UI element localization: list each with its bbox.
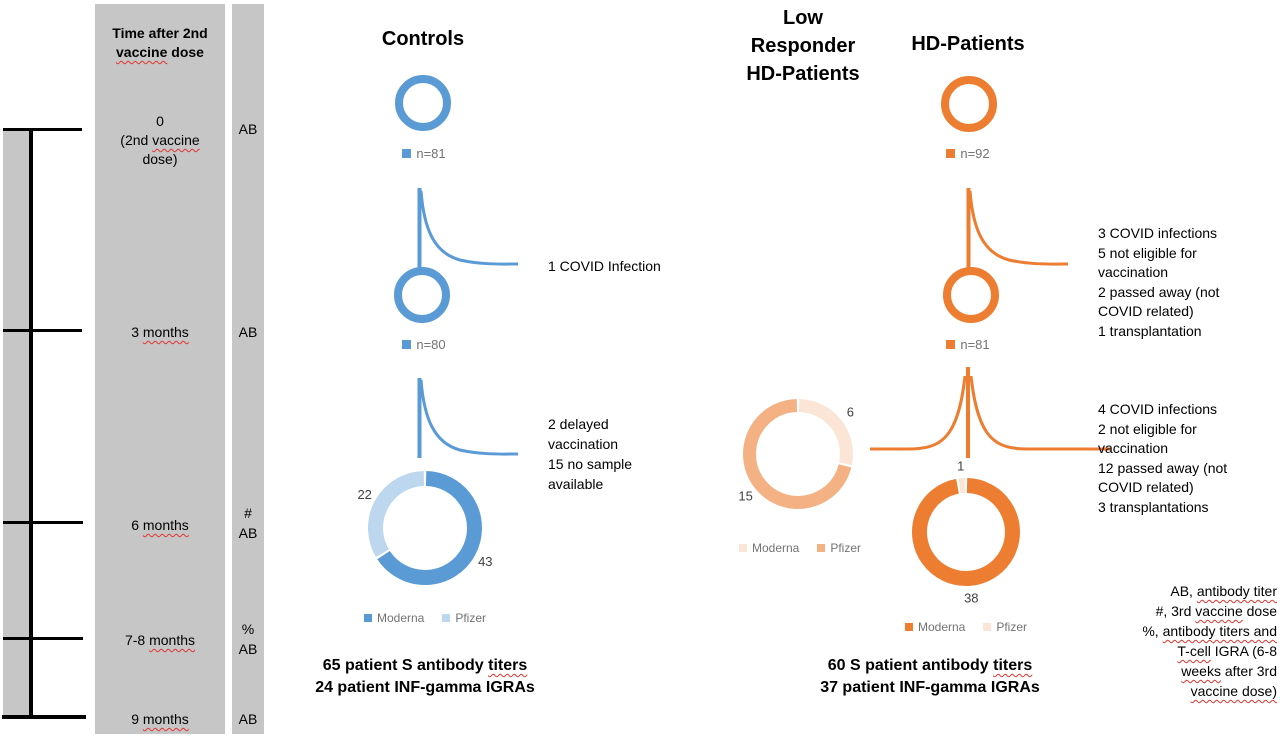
- time-row-month9: 9 months: [131, 711, 189, 727]
- legend-swatch-icon: [738, 544, 747, 552]
- hd-cohort-ring-month3: [943, 267, 999, 323]
- low-responder-vaccine-legend: Moderna Pfizer: [705, 541, 895, 555]
- marker-month3: AB: [238, 324, 258, 340]
- donut-value-label: 1: [957, 459, 964, 474]
- donut-segment-Pfizer: [743, 399, 852, 509]
- timeline-tick-month9: [2, 715, 86, 719]
- n-count-label: n=80: [416, 337, 446, 352]
- controls-cohort-ring-month0: [395, 75, 451, 131]
- time-row-month3: 3 months: [131, 324, 189, 340]
- hd-n-legend-month0: n=92: [918, 146, 1018, 161]
- controls-dropout-curve-month6: [417, 378, 519, 458]
- marker-month7-8: %AB: [238, 621, 258, 657]
- n-count-label: n=81: [960, 337, 990, 352]
- legend-swatch-icon: [946, 149, 956, 158]
- donut-segment-Moderna: [912, 478, 1020, 586]
- abbreviation-footnote: AB, antibody titer#, 3rd vaccine dose%, …: [1142, 583, 1277, 699]
- n-count-label: n=92: [960, 146, 990, 161]
- hd-cohort-ring-month0: [941, 76, 997, 132]
- timeline-axis-line: [29, 128, 33, 719]
- legend-swatch-icon: [402, 149, 412, 158]
- timeline-tick-month6: [3, 521, 83, 524]
- time-column-panel: [95, 4, 225, 734]
- hd-vaccine-donut: 38 1: [912, 459, 1020, 605]
- legend-swatch-icon: [983, 623, 992, 631]
- donut-value-label: 43: [478, 554, 492, 569]
- donut-segment-Pfizer: [368, 471, 425, 557]
- controls-n-legend-month0: n=81: [374, 146, 474, 161]
- donut-segment-Moderna: [377, 471, 482, 585]
- legend-swatch-icon: [442, 614, 451, 622]
- hd-dropout-curve-month3: [966, 188, 1069, 269]
- legend-item-pfizer: Pfizer: [817, 541, 861, 555]
- donut-value-label: 22: [357, 487, 371, 502]
- marker-month0: AB: [238, 121, 258, 137]
- controls-vaccine-legend: Moderna Pfizer: [330, 611, 520, 625]
- time-row-month6: 6 months: [131, 517, 189, 533]
- timeline-tick-month3: [3, 329, 82, 332]
- donut-value-label: 15: [738, 488, 752, 503]
- low-responder-vaccine-donut: 6 15: [738, 399, 854, 509]
- controls-vaccine-donut: 43 22: [357, 471, 493, 585]
- measurement-column-panel: [232, 4, 264, 734]
- timeline-tick-month7-8: [3, 637, 83, 640]
- marker-month6: #AB: [238, 505, 258, 541]
- legend-swatch-icon: [904, 623, 913, 631]
- legend-swatch-icon: [402, 340, 412, 349]
- timeline-tick-month0: [3, 128, 82, 131]
- time-row-month7-8: 7-8 months: [124, 632, 196, 648]
- controls-title: Controls: [381, 28, 465, 50]
- timeline-axis-band: [3, 130, 29, 717]
- hd-n-legend-month3: n=81: [918, 337, 1018, 352]
- legend-item-pfizer: Pfizer: [442, 611, 486, 625]
- legend-item-pfizer: Pfizer: [983, 620, 1027, 634]
- hd-split-curve-month6: [870, 367, 1110, 458]
- controls-dropout-curve-month3: [417, 188, 519, 269]
- legend-swatch-icon: [817, 544, 826, 552]
- hd-vaccine-legend: Moderna Pfizer: [871, 620, 1061, 634]
- legend-item-moderna: Moderna: [363, 611, 424, 625]
- legend-item-moderna: Moderna: [738, 541, 799, 555]
- controls-n-legend-month3: n=80: [374, 337, 474, 352]
- legend-swatch-icon: [946, 340, 956, 349]
- controls-cohort-ring-month3: [394, 267, 450, 323]
- marker-month9: AB: [238, 711, 258, 727]
- donut-segment-Moderna: [798, 399, 853, 466]
- n-count-label: n=81: [416, 146, 446, 161]
- legend-swatch-icon: [363, 614, 372, 622]
- hd-title: HD-Patients: [911, 33, 1025, 55]
- legend-item-moderna: Moderna: [904, 620, 965, 634]
- donut-value-label: 38: [964, 590, 978, 605]
- donut-value-label: 6: [847, 405, 854, 420]
- controls-annotation-month3: 1 COVID Infection: [548, 258, 661, 274]
